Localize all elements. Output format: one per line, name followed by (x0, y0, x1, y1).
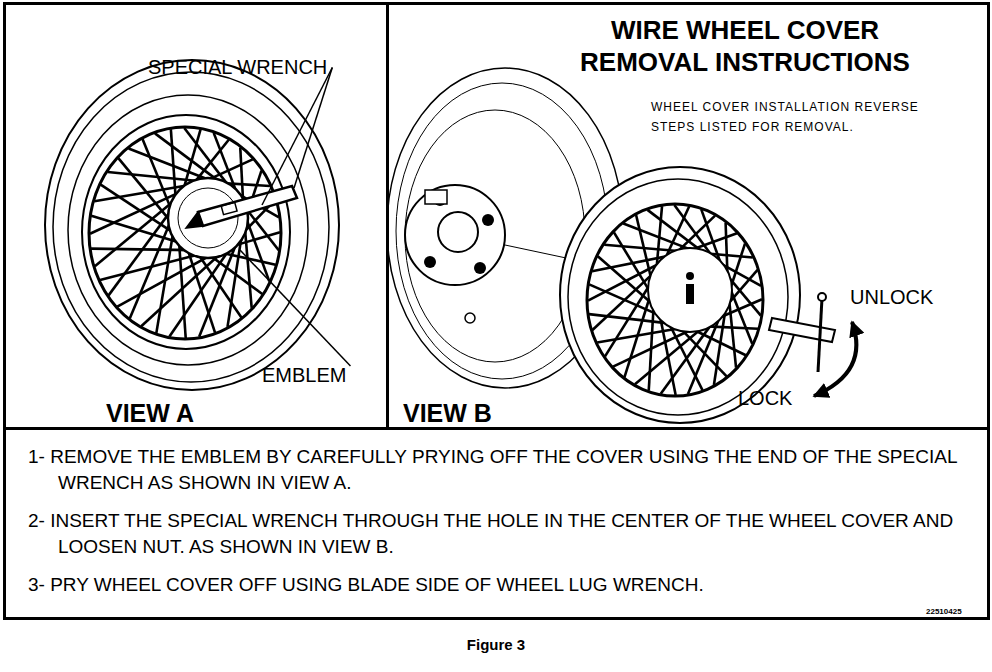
instruction-step: 1- REMOVE THE EMBLEM BY CAREFULLY PRYING… (28, 444, 965, 496)
mount-bracket (425, 190, 447, 204)
direction-label: LOCK (738, 387, 792, 410)
part-label: SPECIAL WRENCH (148, 56, 327, 79)
instruction-step: 3- PRY WHEEL COVER OFF USING BLADE SIDE … (28, 572, 965, 598)
leader-line (262, 68, 332, 206)
spoke (156, 229, 173, 333)
spoke (605, 278, 654, 356)
wheel-stud (482, 214, 494, 226)
spoke (179, 239, 186, 338)
cover-outline (568, 179, 788, 415)
spoke (678, 326, 726, 376)
spoke-rim (587, 204, 763, 396)
spoke (649, 302, 654, 391)
instruction-panel: 1- REMOVE THE EMBLEM BY CAREFULLY PRYING… (3, 427, 990, 620)
drawing-number: 22510425 (926, 607, 962, 616)
tire-outline (45, 60, 339, 390)
wrench-handle (818, 298, 822, 372)
wheel-view-b-cover (560, 167, 800, 423)
special-wrench (198, 186, 297, 226)
wrench-slot (221, 202, 237, 214)
tire-outline (53, 72, 329, 382)
spokes (588, 205, 762, 395)
leader-lines (240, 68, 350, 367)
spokes (90, 128, 280, 338)
note: WHEEL COVER INSTALLATION REVERSE STEPS L… (651, 97, 961, 137)
wheel-view-a (45, 60, 339, 390)
wrench-cap (818, 293, 826, 301)
valve (465, 313, 475, 323)
spoke (187, 247, 215, 332)
leader-line (240, 250, 350, 366)
view-label: VIEW B (403, 399, 492, 428)
direction-label: UNLOCK (850, 286, 933, 309)
hub-cap (438, 212, 478, 252)
rim-outline (68, 95, 308, 365)
center-hole (686, 272, 694, 280)
t-wrench (769, 293, 835, 372)
brake-drum (405, 185, 505, 285)
hub-cover (648, 248, 732, 332)
wheel-stud (474, 262, 486, 274)
rim-outline (405, 110, 585, 362)
rim-outline (82, 115, 290, 349)
wheel-stud (424, 256, 436, 268)
spoke (208, 254, 262, 294)
center-hole (686, 284, 694, 304)
wrench-tip (186, 212, 203, 228)
lock-arrow (814, 322, 856, 396)
view-label: VIEW A (106, 399, 194, 428)
title: WIRE WHEEL COVER REMOVAL INSTRUCTIONS (545, 14, 945, 78)
part-label: EMBLEM (262, 364, 346, 387)
instruction-step: 2- INSERT THE SPECIAL WRENCH THROUGH THE… (28, 508, 965, 560)
leader-line (294, 68, 332, 189)
caption: Figure 3 (0, 636, 992, 653)
cover-outline (560, 167, 800, 423)
spoke (95, 197, 179, 266)
wrench-bar (769, 318, 835, 342)
spoke-rim (89, 127, 281, 339)
spoke (197, 252, 242, 317)
